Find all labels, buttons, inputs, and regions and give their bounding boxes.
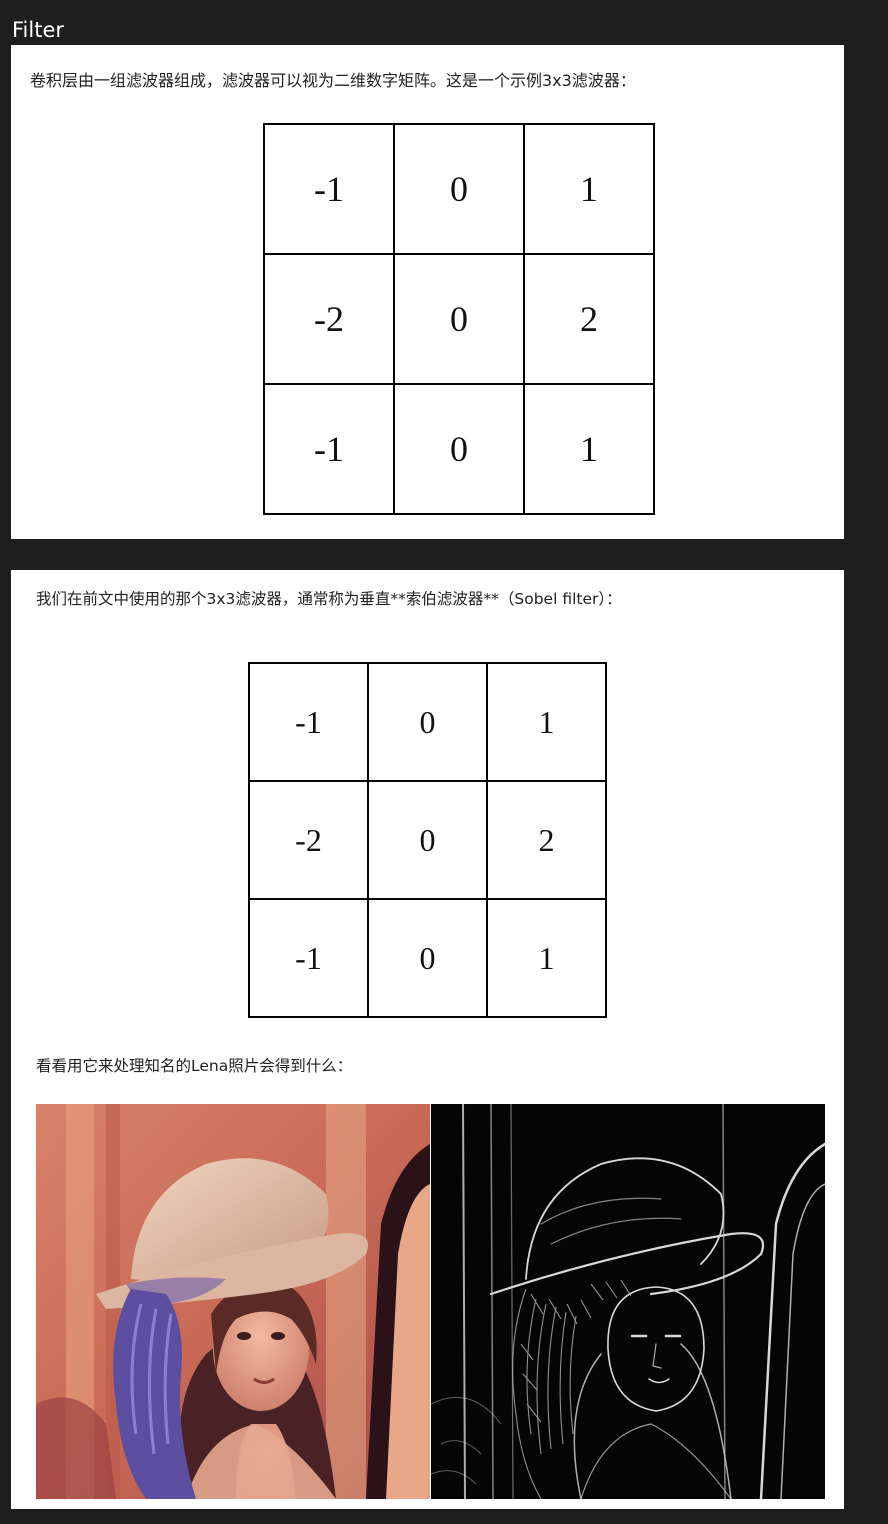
matrix-row: -1 0 1: [248, 898, 607, 1018]
matrix-cell: 0: [393, 123, 525, 255]
matrix-row: -2 0 2: [248, 780, 607, 900]
matrix-cell: 2: [523, 253, 655, 385]
lena-sobel-filtered-image: [431, 1104, 825, 1499]
matrix-row: -1 0 1: [263, 383, 655, 515]
matrix-cell: 0: [367, 780, 488, 900]
matrix-row: -1 0 1: [263, 123, 655, 255]
sobel-intro-text: 我们在前文中使用的那个3x3滤波器，通常称为垂直**索伯滤波器**（Sobel …: [36, 590, 622, 608]
lena-intro-text: 看看用它来处理知名的Lena照片会得到什么：: [36, 1057, 353, 1075]
matrix-cell: 1: [523, 383, 655, 515]
matrix-cell: -1: [248, 662, 369, 782]
matrix-cell: 1: [523, 123, 655, 255]
matrix-cell: 2: [486, 780, 607, 900]
filter-example-panel: 卷积层由一组滤波器组成，滤波器可以视为二维数字矩阵。这是一个示例3x3滤波器： …: [11, 45, 844, 539]
matrix-cell: -1: [263, 383, 395, 515]
page-title: Filter: [12, 18, 65, 42]
matrix-cell: 1: [486, 898, 607, 1018]
matrix-row: -1 0 1: [248, 662, 607, 782]
matrix-cell: -1: [248, 898, 369, 1018]
matrix-cell: 0: [393, 253, 525, 385]
matrix-cell: -2: [248, 780, 369, 900]
sobel-filter-matrix: -1 0 1 -2 0 2 -1 0 1: [248, 662, 607, 1018]
matrix-cell: 1: [486, 662, 607, 782]
sobel-filter-panel: 我们在前文中使用的那个3x3滤波器，通常称为垂直**索伯滤波器**（Sobel …: [11, 570, 844, 1509]
matrix-cell: 0: [393, 383, 525, 515]
matrix-row: -2 0 2: [263, 253, 655, 385]
matrix-cell: -2: [263, 253, 395, 385]
lena-original-image: [36, 1104, 430, 1499]
filter-intro-text: 卷积层由一组滤波器组成，滤波器可以视为二维数字矩阵。这是一个示例3x3滤波器：: [30, 71, 636, 90]
example-filter-matrix: -1 0 1 -2 0 2 -1 0 1: [263, 123, 655, 515]
matrix-cell: 0: [367, 662, 488, 782]
matrix-cell: 0: [367, 898, 488, 1018]
matrix-cell: -1: [263, 123, 395, 255]
